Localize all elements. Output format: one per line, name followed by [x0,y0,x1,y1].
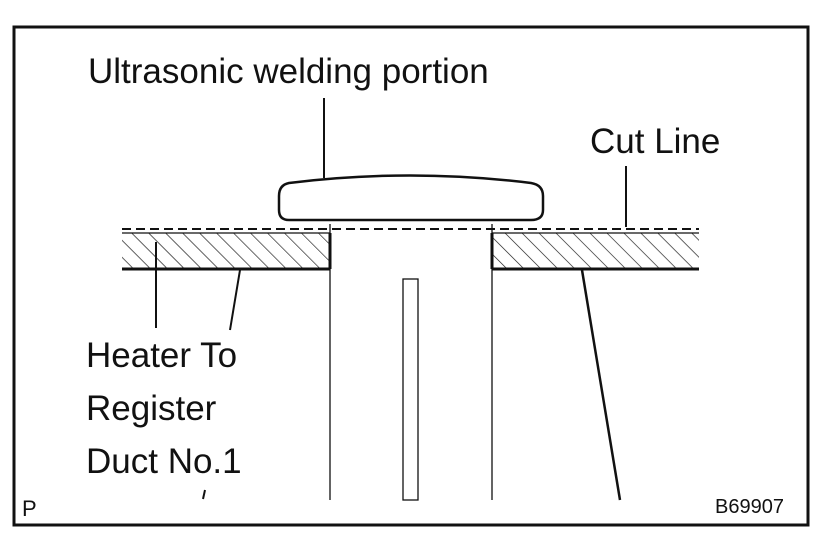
corner-mark: P [22,496,37,521]
label-cut-line: Cut Line [590,122,721,161]
figure-frame [12,25,810,527]
label-duct-line2: Register [86,389,217,428]
leader-duct-c [580,269,622,501]
tick-mark [202,489,206,500]
duct-wall-right [490,232,699,271]
duct-wall-left [122,232,332,271]
welded-head [277,174,545,222]
label-duct-line3: Duct No.1 [86,442,242,481]
label-ultrasonic-welding: Ultrasonic welding portion [88,52,489,91]
leader-duct-b [229,269,241,331]
figure-code: B69907 [715,496,784,518]
fastener-stem [329,224,493,501]
label-duct-line1: Heater To [86,336,238,375]
